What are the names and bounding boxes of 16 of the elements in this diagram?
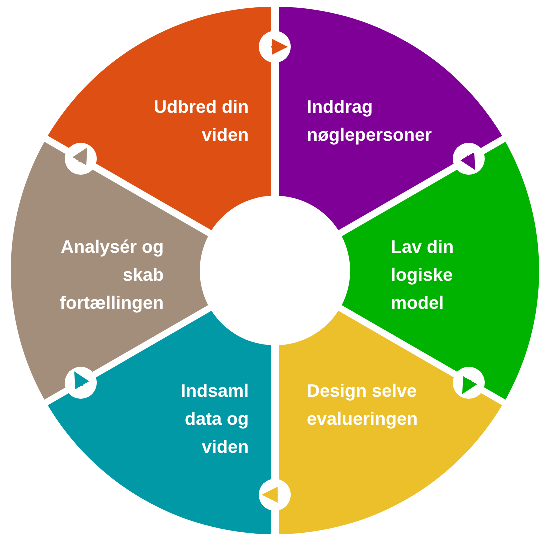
cycle-arrow [262,486,278,503]
segment-label: Inddrag nøglepersoner [307,96,434,147]
segment-label: Udbred din viden [152,96,249,147]
cycle-arrow [272,39,288,56]
cycle-segment [48,311,272,535]
cycle-arrow [74,372,90,390]
cycle-segment [278,7,502,230]
segment-label: Lav din logiske model [390,236,455,315]
segment-label: Indsaml data og viden [180,380,249,459]
cycle-arrow [460,152,476,170]
cycle-arrow [72,148,88,166]
segment-label: Design selve evalueringen [307,380,420,431]
cycle-arrow [462,376,478,394]
segment-label: Analysér og skab fortællingen [59,236,164,315]
cycle-segment [278,311,502,535]
cycle-segment [48,7,272,230]
